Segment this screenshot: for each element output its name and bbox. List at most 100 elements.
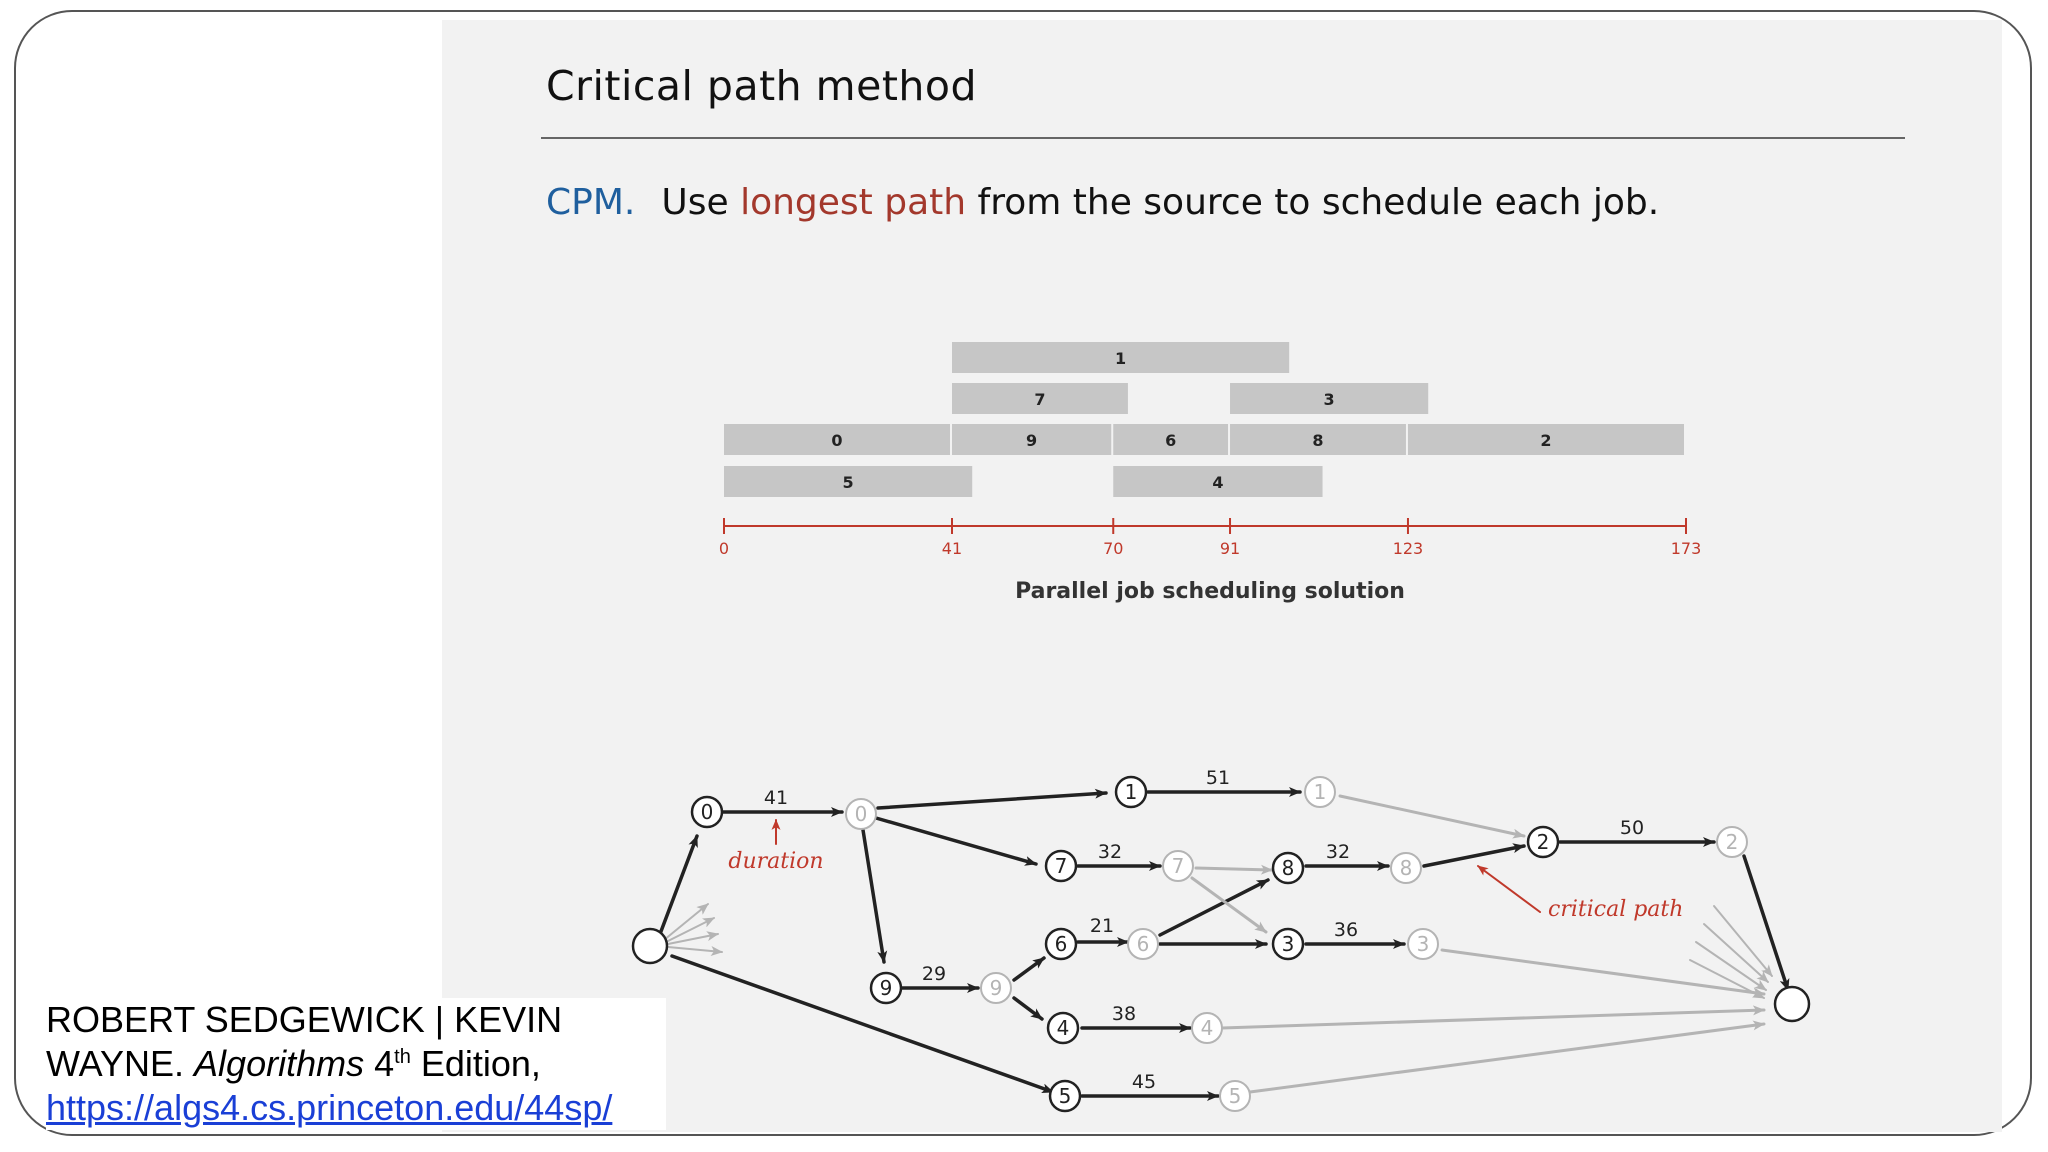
- job-bar-4: [1113, 466, 1323, 497]
- edge-faded-1-2: [1338, 794, 1526, 839]
- node-6-end: 6: [1127, 928, 1159, 960]
- node-0-start-label: 0: [701, 800, 714, 824]
- edge-faded-5-sink: [1248, 1020, 1766, 1094]
- duration-label-8: 32: [1326, 841, 1350, 863]
- edge-faded-sink-d: [1689, 959, 1765, 999]
- job-bar-3: [1230, 383, 1429, 414]
- job-bar-8: [1230, 424, 1406, 455]
- node-1-start: 1: [1114, 775, 1148, 809]
- edge-source-faded-4: [667, 946, 723, 956]
- citation: ROBERT SEDGEWICK | KEVIN WAYNE. Algorith…: [46, 998, 666, 1130]
- node-3-start: 3: [1271, 927, 1305, 961]
- node-6-start: 6: [1044, 927, 1078, 961]
- node-5-end-label: 5: [1229, 1084, 1242, 1108]
- edge-prec-9-6: [1012, 956, 1046, 982]
- subtitle-lead: CPM.: [546, 182, 636, 223]
- node-4-start-label: 4: [1057, 1016, 1070, 1040]
- edge-faded-sink-a: [1713, 905, 1773, 977]
- node-3-end: 3: [1407, 928, 1439, 960]
- citation-edition-num: 4: [374, 1043, 395, 1084]
- job-bar-label-4: 4: [1212, 473, 1223, 492]
- job-bar-7: [951, 383, 1128, 414]
- job-bar-label-0: 0: [831, 431, 842, 450]
- node-9-end-label: 9: [990, 976, 1003, 1000]
- node-5-start: 5: [1048, 1079, 1082, 1113]
- axis-tick-label-0: 0: [719, 539, 729, 558]
- subtitle-highlight: longest path: [740, 182, 967, 223]
- job-bar-label-9: 9: [1026, 431, 1037, 450]
- edge-faded-4-sink: [1220, 1005, 1766, 1030]
- job-bar-label-2: 2: [1540, 431, 1551, 450]
- sink-node: [1773, 985, 1811, 1023]
- node-1-end-label: 1: [1314, 780, 1327, 804]
- node-4-start: 4: [1046, 1011, 1080, 1045]
- node-0-end-label: 0: [855, 802, 868, 826]
- duration-label-7: 32: [1098, 841, 1122, 863]
- node-2-end-label: 2: [1726, 830, 1739, 854]
- node-9-end: 9: [980, 972, 1012, 1004]
- duration-label-5: 45: [1132, 1071, 1156, 1093]
- edge-prec-8-2: [1422, 843, 1526, 868]
- job-bar-9: [951, 424, 1112, 455]
- critical-path-annotation: critical path: [1548, 897, 1683, 922]
- edge-source-faded-2: [665, 917, 715, 943]
- citation-authors: ROBERT SEDGEWICK | KEVIN WAYNE.: [46, 999, 563, 1084]
- edge-source-0: [658, 834, 699, 936]
- duration-label-1: 51: [1206, 767, 1230, 789]
- citation-link[interactable]: https://algs4.cs.princeton.edu/44sp/: [46, 1087, 613, 1128]
- node-2-end: 2: [1716, 826, 1748, 858]
- node-9-start: 9: [869, 971, 903, 1005]
- node-7-end: 7: [1162, 850, 1194, 882]
- edge-faded-7-8: [1194, 864, 1274, 875]
- job-bar-6: [1113, 424, 1229, 455]
- duration-label-0: 41: [764, 787, 788, 809]
- edge-source-faded-3: [667, 931, 719, 945]
- citation-book: Algorithms: [194, 1043, 365, 1084]
- source-node: [631, 927, 669, 965]
- node-7-end-label: 7: [1172, 854, 1185, 878]
- job-bar-label-6: 6: [1165, 431, 1176, 450]
- subtitle-post: from the source to schedule each job.: [977, 182, 1660, 223]
- edge-prec-9-4: [1012, 996, 1044, 1021]
- node-3-start-label: 3: [1282, 932, 1295, 956]
- edge-prec-0-7: [874, 816, 1038, 866]
- node-0-end: 0: [845, 798, 877, 830]
- node-0-start: 0: [690, 795, 724, 829]
- node-1-end: 1: [1304, 776, 1336, 808]
- node-2-start-label: 2: [1537, 830, 1550, 854]
- citation-edition-rest: Edition,: [420, 1043, 541, 1084]
- subtitle-pre: Use: [661, 182, 729, 223]
- job-bar-label-1: 1: [1115, 349, 1126, 368]
- title-divider: [541, 137, 1905, 139]
- edge-source-5: [670, 954, 1055, 1094]
- edge-prec-6-8: [1158, 878, 1270, 937]
- edge-source-faded-1: [663, 903, 709, 941]
- job-bar-1: [951, 342, 1290, 373]
- node-7-start-label: 7: [1055, 854, 1068, 878]
- job-bar-2: [1407, 424, 1684, 455]
- node-8-start: 8: [1271, 851, 1305, 885]
- edge-faded-sink-c: [1695, 941, 1767, 991]
- job-bar-label-3: 3: [1324, 390, 1335, 409]
- job-bar-label-8: 8: [1312, 431, 1323, 450]
- node-2-start: 2: [1526, 825, 1560, 859]
- node-4-end-label: 4: [1201, 1016, 1214, 1040]
- node-6-start-label: 6: [1055, 932, 1068, 956]
- edge-2-sink: [1742, 854, 1790, 992]
- node-5-end: 5: [1219, 1080, 1251, 1112]
- slide-title: Critical path method: [546, 62, 978, 110]
- job-bar-0: [724, 424, 950, 455]
- node-8-end: 8: [1390, 852, 1422, 884]
- job-bar-label-7: 7: [1034, 390, 1045, 409]
- edge-prec-0-1: [876, 788, 1108, 810]
- axis-tick-label-70: 70: [1103, 539, 1123, 558]
- duration-label-2: 50: [1620, 817, 1644, 839]
- node-5-start-label: 5: [1059, 1084, 1072, 1108]
- duration-label-3: 36: [1334, 919, 1358, 941]
- edge-prec-0-9: [861, 828, 888, 964]
- duration-annotation: duration: [728, 849, 823, 874]
- critical-path-pointer: [1477, 865, 1541, 913]
